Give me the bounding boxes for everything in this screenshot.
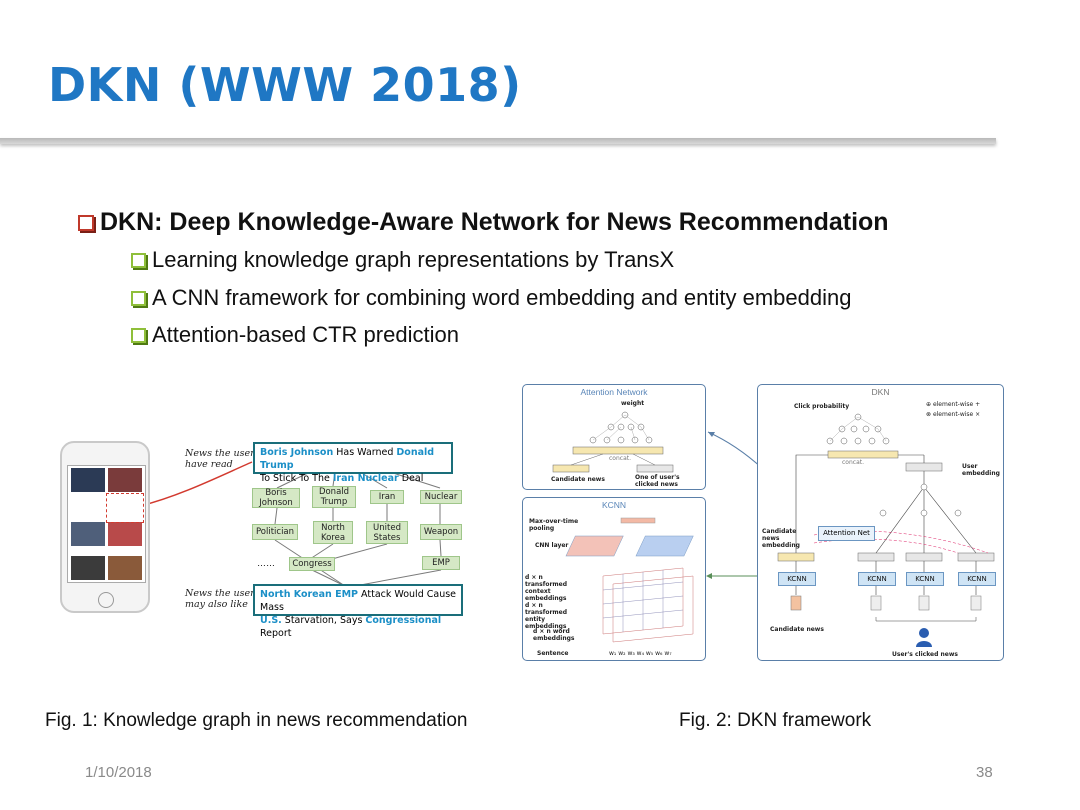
like-news-title: North Korean EMP Attack Would Cause Mass… <box>253 584 463 639</box>
kcnn-block: KCNN <box>906 572 944 586</box>
main-bullet-text: DKN: Deep Knowledge-Aware Network for Ne… <box>100 208 889 236</box>
kg-node: Nuclear <box>420 490 462 504</box>
like-news-label: News the user may also like <box>185 588 255 610</box>
kg-ellipsis: …… <box>257 558 275 568</box>
kcnn-block: KCNN <box>958 572 996 586</box>
sentence-words: w₁ w₂ w₃ w₄ w₅ w₆ w₇ <box>609 650 672 657</box>
click-probability-label: Click probability <box>794 403 850 410</box>
user-embedding-label: User embedding <box>962 463 1000 477</box>
read-news-label: News the user have read <box>185 448 255 470</box>
slide-date: 1/10/2018 <box>85 764 152 781</box>
read-news-title: Boris Johnson Has Warned Donald Trump To… <box>253 442 453 484</box>
kg-node: EMP <box>422 556 460 570</box>
word-embeddings-label: d × n word embeddings <box>533 628 575 642</box>
kg-node: United States <box>366 521 408 544</box>
kg-node: Donald Trump <box>312 486 356 508</box>
candidate-news-label: Candidate news <box>551 476 605 483</box>
figure-2-caption: Fig. 2: DKN framework <box>679 710 872 731</box>
checkbox-bullet-icon <box>131 252 146 268</box>
attention-network-panel: Attention Network weight concat. Candida… <box>522 384 706 490</box>
attention-network-title: Attention Network <box>580 387 648 397</box>
sub-bullet: Learning knowledge graph representations… <box>131 247 674 273</box>
kg-node: Congress <box>289 557 335 571</box>
title-divider <box>0 138 996 144</box>
pooling-label: Max-over-time pooling <box>529 518 579 532</box>
weight-label: weight <box>621 400 645 407</box>
news-thumbnail <box>108 468 142 492</box>
legend-times: ⊗ element-wise × <box>926 411 981 418</box>
sub-bullet-text: Learning knowledge graph representations… <box>152 247 675 272</box>
kg-node: Boris Johnson <box>252 488 300 508</box>
slide-page-number: 38 <box>976 764 993 781</box>
kg-edges <box>139 461 442 587</box>
dkn-title: DKN <box>871 387 890 397</box>
figure-knowledge-graph: News the user have read Boris Johnson Ha… <box>60 436 480 641</box>
news-thumbnail <box>71 522 105 546</box>
kg-node: Iran <box>370 490 404 504</box>
entity-embeddings-label: d × n transformed entity embeddings <box>525 602 568 630</box>
cnn-layer-label: CNN layer <box>535 542 569 549</box>
home-button-icon <box>98 592 114 608</box>
sub-bullet: Attention-based CTR prediction <box>131 322 459 348</box>
slide-title: DKN (WWW 2018) <box>48 58 522 112</box>
kcnn-block: KCNN <box>858 572 896 586</box>
kcnn-title: KCNN <box>601 500 627 510</box>
kg-node: North Korea <box>313 521 353 544</box>
sub-bullet-text: Attention-based CTR prediction <box>152 322 459 347</box>
news-thumbnail <box>108 556 142 580</box>
attention-mlp-graphic <box>552 411 674 473</box>
kg-node: Weapon <box>420 524 462 540</box>
news-thumbnail <box>71 556 105 580</box>
checkbox-bullet-icon <box>131 327 146 343</box>
kcnn-graphic <box>565 517 694 643</box>
dkn-panel: DKN Click probability ⊕ element-wise + ⊗… <box>757 384 1004 661</box>
kcnn-block: KCNN <box>778 572 816 586</box>
phone-screen <box>67 465 146 583</box>
attention-net-box: Attention Net <box>818 526 875 541</box>
clicked-news-label: User's clicked news <box>892 651 958 658</box>
news-thumbnail <box>108 522 142 546</box>
dkn-candidate-news-label: Candidate news <box>770 626 824 633</box>
dkn-concat-label: concat. <box>842 459 865 466</box>
figure-1-caption: Fig. 1: Knowledge graph in news recommen… <box>45 710 468 731</box>
phone-mockup <box>60 441 150 613</box>
sub-bullet-text: A CNN framework for combining word embed… <box>152 285 852 310</box>
read-news-highlight <box>106 493 144 523</box>
concat-label: concat. <box>609 455 632 462</box>
news-thumbnail <box>71 468 105 492</box>
legend-plus: ⊕ element-wise + <box>926 401 981 408</box>
checkbox-bullet-icon <box>131 290 146 306</box>
kcnn-panel: KCNN Max-over-time pooling CNN layer d ×… <box>522 497 706 661</box>
main-bullet: DKN: Deep Knowledge-Aware Network for Ne… <box>78 208 889 237</box>
checkbox-bullet-icon <box>78 214 94 231</box>
kg-node: Politician <box>252 524 298 540</box>
clicked-news-label: One of user's clicked news <box>635 474 680 488</box>
sentence-label: Sentence <box>537 650 569 657</box>
dkn-graphic <box>777 413 995 647</box>
sub-bullet: A CNN framework for combining word embed… <box>131 285 851 311</box>
candidate-embedding-label: Candidate news embedding <box>762 528 800 549</box>
context-embeddings-label: d × n transformed context embeddings <box>525 574 568 602</box>
